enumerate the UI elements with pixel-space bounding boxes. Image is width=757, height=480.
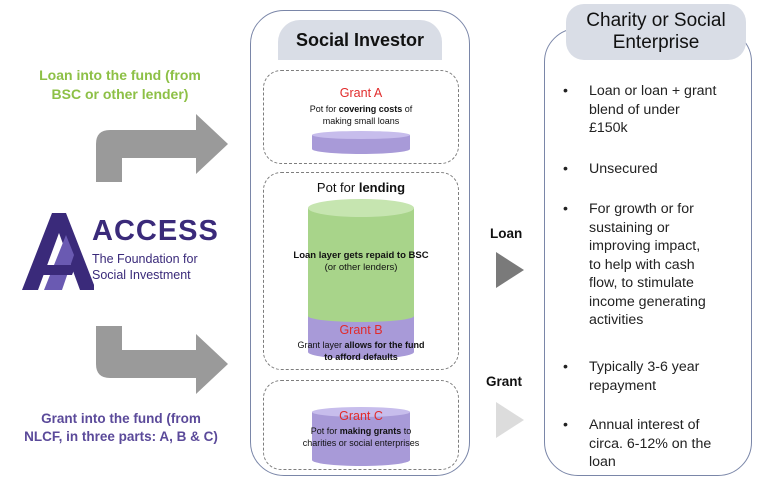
bullet-dot: • bbox=[563, 161, 568, 177]
grant-a-desc-line2: making small loans bbox=[322, 116, 400, 126]
grant-b-line1-pre: Grant layer bbox=[297, 340, 345, 350]
grant-c-box bbox=[263, 380, 459, 470]
loan-layer-bold: Loan layer gets repaid to BSC bbox=[293, 250, 429, 261]
grant-c-title: Grant C bbox=[339, 409, 383, 423]
bullet-line: Typically 3-6 year bbox=[589, 359, 700, 375]
bullet-line: to help with cash bbox=[589, 256, 695, 273]
bullet-line: £150k bbox=[589, 120, 628, 136]
grant-flow-label: Grant bbox=[486, 374, 523, 389]
bullet-line: Unsecured bbox=[589, 161, 658, 177]
lending-pot-label-pre: Pot for bbox=[316, 180, 359, 195]
bullet-dot: • bbox=[563, 417, 568, 433]
grant-a-desc-pre: Pot for bbox=[309, 104, 339, 114]
grant-caption-line2: NLCF, in three parts: A, B & C) bbox=[24, 429, 218, 444]
logo-tagline-line2: Social Investment bbox=[92, 268, 191, 282]
grant-a-desc-bold: covering costs bbox=[338, 104, 403, 114]
grant-c-line1-bold: making grants bbox=[339, 426, 402, 436]
bullet-line: flow, to stimulate bbox=[589, 275, 694, 291]
charity-title-line2: Enterprise bbox=[612, 32, 700, 53]
logo-word: ACCESS bbox=[92, 215, 219, 247]
grant-flow-arrow bbox=[496, 402, 524, 438]
grant-b-line2-bold: to afford defaults bbox=[324, 352, 398, 362]
charity-bullets: • Loan or loan + grant blend of under £1… bbox=[563, 82, 753, 472]
loan-flow-arrow bbox=[496, 252, 524, 288]
loan-layer-label: Loan layer gets repaid to BSC (or other … bbox=[268, 250, 454, 274]
lending-cylinder bbox=[308, 199, 414, 359]
charity-title-bg bbox=[566, 4, 746, 60]
bullet-line: circa. 6-12% on the bbox=[589, 435, 712, 452]
grant-inflow-arrow bbox=[96, 326, 228, 394]
bullet-line: repayment bbox=[589, 377, 657, 394]
loan-caption-line1: Loan into the fund (from bbox=[39, 67, 201, 83]
lending-pot-label-bold: lending bbox=[358, 180, 406, 195]
grant-c-line2: charities or social enterprises bbox=[302, 438, 420, 448]
bullet-line: Loan or loan + grant bbox=[589, 83, 717, 99]
loan-flow-label: Loan bbox=[490, 226, 523, 241]
social-investor-panel bbox=[250, 10, 470, 476]
bullet-line: income generating bbox=[589, 293, 706, 310]
grant-a-desc-post: of bbox=[402, 104, 413, 114]
grant-a-title: Grant A bbox=[339, 86, 383, 100]
bullet-line: improving impact, bbox=[589, 238, 701, 254]
logo-tagline-line1: The Foundation for bbox=[92, 252, 198, 266]
bullet-line: activities bbox=[589, 312, 644, 328]
logo-tagline: The Foundation for Social Investment bbox=[92, 251, 198, 283]
charity-title: Charity or Social Enterprise bbox=[566, 10, 746, 54]
grant-c-desc: Pot for making grants to charities or so… bbox=[263, 425, 459, 449]
access-logo: ACCESS The Foundation for Social Investm… bbox=[14, 205, 224, 295]
access-logo-mark bbox=[22, 213, 94, 290]
bullet-dot: • bbox=[563, 359, 568, 375]
social-investor-title: Social Investor bbox=[278, 20, 442, 60]
grant-c-line1-pre: Pot for bbox=[310, 426, 340, 436]
grant-caption-line1: Grant into the fund (from bbox=[41, 411, 201, 426]
grant-a-cylinder bbox=[312, 131, 410, 154]
loan-caption-line2: BSC or other lender) bbox=[51, 86, 189, 102]
grant-b-desc: Grant layer allows for the fund to affor… bbox=[263, 339, 459, 363]
grant-a-desc: Pot for covering costs of making small l… bbox=[263, 103, 459, 127]
lending-pot-box bbox=[263, 172, 459, 370]
loan-inflow-arrow bbox=[96, 114, 228, 182]
grant-c-line1-post: to bbox=[401, 426, 412, 436]
grant-caption: Grant into the fund (from NLCF, in three… bbox=[6, 410, 236, 446]
grant-c-cylinder bbox=[312, 407, 410, 466]
bullet-line: sustaining or bbox=[589, 219, 670, 236]
lending-pot-label: Pot for lending bbox=[263, 180, 459, 195]
charity-title-line1: Charity or Social bbox=[586, 10, 726, 31]
loan-layer-rest: (or other lenders) bbox=[324, 262, 398, 273]
bullet-dot: • bbox=[563, 83, 568, 99]
grant-b-line1-bold: allows for the fund bbox=[344, 340, 425, 350]
bullet-line: Annual interest of bbox=[589, 417, 700, 433]
grant-b-title: Grant B bbox=[339, 323, 383, 337]
grant-a-box bbox=[263, 70, 459, 164]
bullet-line: blend of under bbox=[589, 101, 680, 118]
bullet-line: loan bbox=[589, 454, 616, 470]
loan-caption: Loan into the fund (from BSC or other le… bbox=[20, 66, 220, 104]
bullet-dot: • bbox=[563, 201, 568, 217]
bullet-line: For growth or for bbox=[589, 201, 694, 217]
